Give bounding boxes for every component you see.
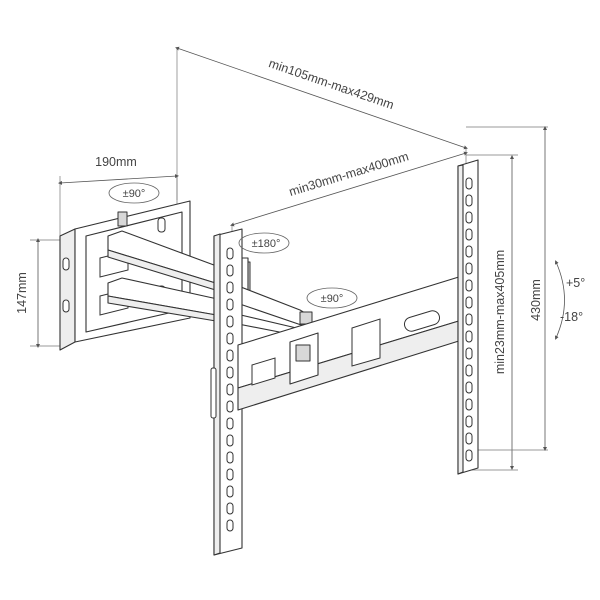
rail-slot — [226, 383, 234, 396]
rail-slot — [226, 332, 234, 345]
vesa-vertical-dimension: min23mm-max405mm — [466, 154, 518, 471]
middle-swivel-badge: ±180° — [238, 232, 290, 254]
bracket-height-label: 430mm — [529, 279, 543, 321]
rail-slot — [465, 449, 473, 462]
vesa-vertical-label: min23mm-max405mm — [493, 250, 507, 374]
left-rail-slots — [226, 247, 234, 532]
rail-slot — [226, 349, 234, 362]
rail-slot — [465, 381, 473, 394]
rail-slot — [226, 485, 234, 498]
rail-slot — [465, 245, 473, 258]
rail-slot — [465, 262, 473, 275]
tilt-down-label: -18° — [560, 310, 583, 324]
middle-swivel-label: ±180° — [252, 238, 281, 250]
rail-slot — [465, 177, 473, 190]
left-vesa-rail — [210, 228, 243, 556]
tilt-up-label: +5° — [566, 276, 585, 290]
arm-extension-label: min105mm-max429mm — [267, 56, 396, 112]
rail-slot — [226, 315, 234, 328]
rail-slot — [226, 468, 234, 481]
vesa-horizontal-label: min30mm-max400mm — [287, 149, 410, 199]
rail-slot — [465, 364, 473, 377]
head-swivel-badge: ±90° — [306, 287, 358, 309]
head-swivel-label: ±90° — [321, 293, 344, 305]
wall-height-label: 147mm — [15, 272, 29, 314]
rail-slot — [226, 281, 234, 294]
rail-slot — [465, 330, 473, 343]
rail-slot — [465, 432, 473, 445]
rail-slot — [465, 296, 473, 309]
wall-width-dimension: 190mm — [58, 155, 179, 238]
rail-slot — [465, 415, 473, 428]
right-vesa-rail — [457, 159, 479, 475]
cross-bracket — [237, 275, 463, 411]
tilt-indicator: +5° -18° — [554, 260, 585, 340]
wall-width-label: 190mm — [95, 155, 137, 169]
rail-slot — [465, 228, 473, 241]
rail-slot — [226, 400, 234, 413]
wall-swivel-badge: ±90° — [108, 182, 160, 204]
rail-slot — [465, 398, 473, 411]
right-rail-slots — [465, 177, 473, 462]
rail-slot — [226, 519, 234, 532]
rail-slot — [226, 417, 234, 430]
rail-slot — [465, 313, 473, 326]
bracket-height-dimension: 430mm — [466, 126, 548, 451]
rail-slot — [226, 366, 234, 379]
rail-slot — [226, 434, 234, 447]
rail-slot — [465, 194, 473, 207]
rail-slot — [226, 502, 234, 515]
wall-height-dimension: 147mm — [15, 238, 62, 348]
rail-slot — [465, 347, 473, 360]
rail-slot — [226, 451, 234, 464]
rail-slot — [465, 279, 473, 292]
rail-slot — [226, 247, 234, 260]
rail-slot — [465, 211, 473, 224]
vesa-horizontal-dimension: min30mm-max400mm — [230, 149, 468, 240]
rail-slot — [226, 298, 234, 311]
wall-swivel-label: ±90° — [123, 188, 146, 200]
rail-slot — [226, 264, 234, 277]
